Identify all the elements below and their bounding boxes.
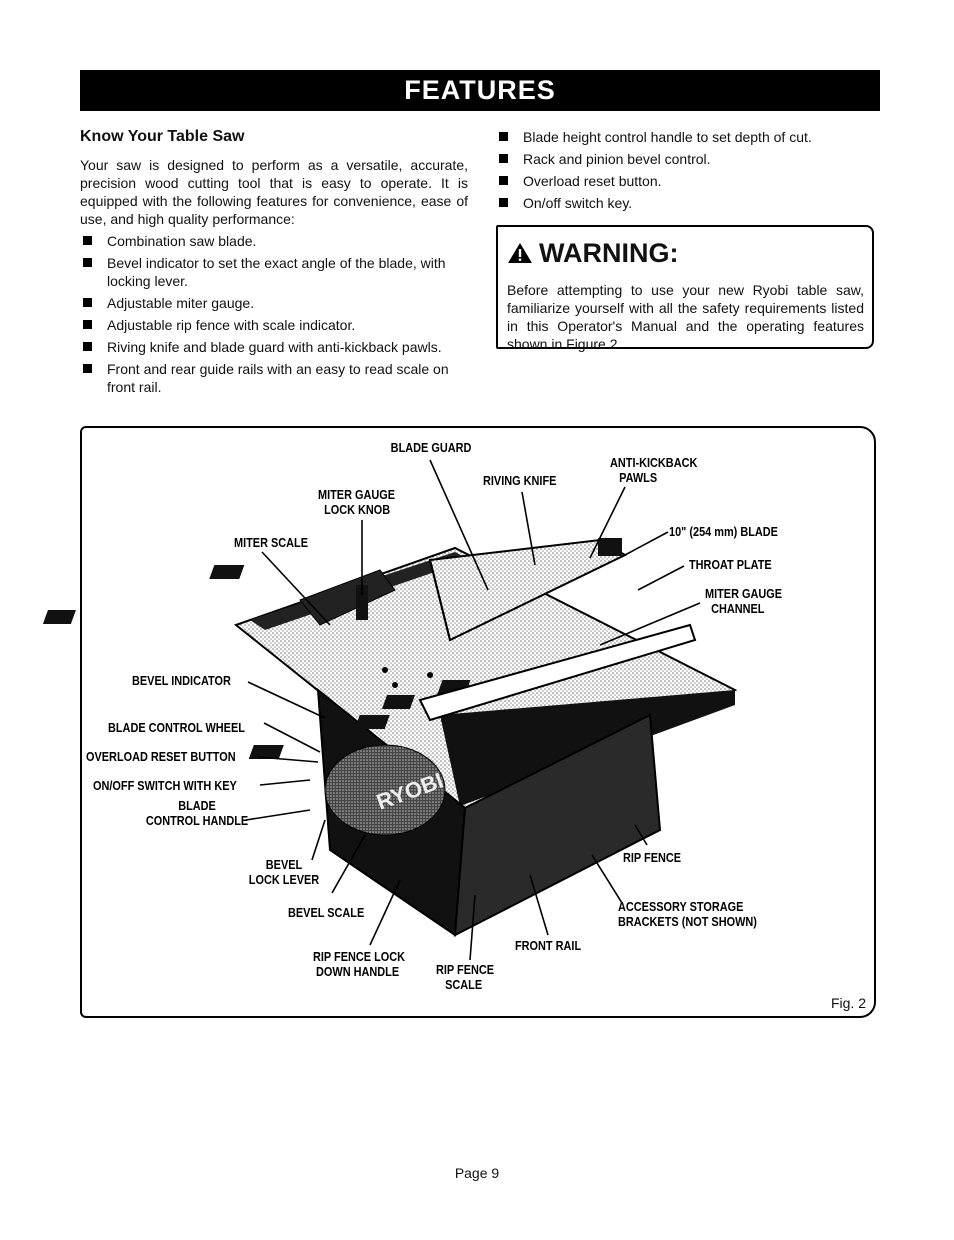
feature-list-left: Combination saw blade. Bevel indicator t…	[80, 232, 468, 396]
bullet-square-icon	[83, 236, 92, 245]
callout-blade: 10" (254 mm) BLADE	[669, 524, 778, 539]
bullet-square-icon	[83, 298, 92, 307]
callout-front-rail: FRONT RAIL	[515, 938, 582, 953]
callout-bevel-lock-lever: BEVEL LOCK LEVER	[248, 857, 320, 887]
bullet-square-icon	[499, 154, 508, 163]
list-item: Combination saw blade.	[80, 232, 468, 250]
callout-bevel-scale: BEVEL SCALE	[288, 905, 365, 920]
page-number: Page 9	[454, 1165, 500, 1181]
callout-overload-reset-button: OVERLOAD RESET BUTTON	[86, 749, 236, 764]
list-item: Rack and pinion bevel control.	[496, 150, 880, 168]
callout-rip-fence: RIP FENCE	[623, 850, 682, 865]
intro-paragraph: Your saw is designed to perform as a ver…	[80, 157, 468, 227]
callout-accessory-storage: ACCESSORY STORAGE BRACKETS (NOT SHOWN)	[618, 899, 757, 929]
figure-label: Fig. 2	[830, 995, 866, 1011]
features-banner: FEATURES	[80, 70, 880, 111]
bullet-square-icon	[499, 176, 508, 185]
warning-title: WARNING:	[539, 237, 679, 268]
list-item: Bevel indicator to set the exact angle o…	[80, 254, 468, 290]
warning-text: Before attempting to use your new Ryobi …	[507, 282, 864, 352]
feature-list-right: Blade height control handle to set depth…	[496, 128, 880, 212]
section-heading: Know Your Table Saw	[80, 128, 245, 145]
callout-miter-gauge-lock-knob: MITER GAUGE LOCK KNOB	[318, 487, 396, 517]
right-column: Blade height control handle to set depth…	[496, 128, 880, 216]
callout-throat-plate: THROAT PLATE	[689, 557, 772, 572]
bullet-square-icon	[499, 198, 508, 207]
bullet-square-icon	[83, 258, 92, 267]
callout-blade-guard: BLADE GUARD	[390, 440, 472, 455]
bullet-square-icon	[83, 320, 92, 329]
callout-rip-fence-scale: RIP FENCE SCALE	[436, 962, 495, 992]
warning-box: WARNING: Before attempting to use your n…	[496, 225, 874, 352]
callout-riving-knife: RIVING KNIFE	[483, 473, 557, 488]
list-item: Adjustable miter gauge.	[80, 294, 468, 312]
callout-miter-gauge-channel: MITER GAUGE CHANNEL	[705, 586, 783, 616]
list-item: Adjustable rip fence with scale indicato…	[80, 316, 468, 334]
list-item: Blade height control handle to set depth…	[496, 128, 880, 146]
list-item: Riving knife and blade guard with anti-k…	[80, 338, 468, 356]
callout-blade-control-wheel: BLADE CONTROL WHEEL	[108, 720, 245, 735]
bullet-square-icon	[83, 364, 92, 373]
warning-heading: WARNING:	[507, 235, 864, 271]
list-item: Front and rear guide rails with an easy …	[80, 360, 468, 396]
bullet-square-icon	[83, 342, 92, 351]
list-item: On/off switch key.	[496, 194, 880, 212]
callout-anti-kickback-pawls: ANTI-KICKBACK PAWLS	[610, 455, 698, 485]
callout-miter-scale: MITER SCALE	[234, 535, 309, 550]
callout-blade-control-handle: BLADE CONTROL HANDLE	[145, 798, 249, 828]
figure-frame	[80, 426, 876, 1018]
list-item: Overload reset button.	[496, 172, 880, 190]
left-column: Know Your Table Saw Your saw is designed…	[80, 128, 468, 400]
callout-bevel-indicator: BEVEL INDICATOR	[132, 673, 231, 688]
callout-rip-fence-lock: RIP FENCE LOCK DOWN HANDLE	[313, 949, 406, 979]
warning-triangle-icon	[508, 243, 532, 263]
callout-onoff-switch: ON/OFF SWITCH WITH KEY	[93, 778, 237, 793]
features-title: FEATURES	[404, 75, 556, 105]
bullet-square-icon	[499, 132, 508, 141]
